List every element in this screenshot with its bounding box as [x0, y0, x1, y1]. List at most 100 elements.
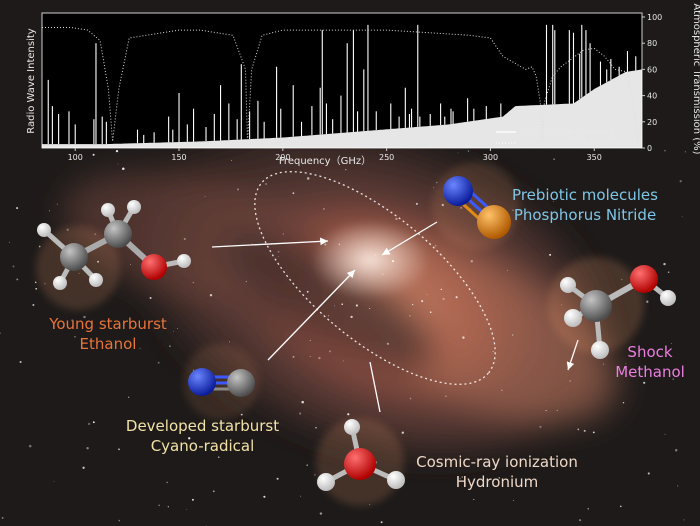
label-cosmic-ray-ionization: Cosmic-ray ionization Hydronium	[392, 452, 602, 492]
star	[625, 363, 627, 365]
star	[369, 307, 371, 310]
y-tick-label: 80	[647, 39, 657, 48]
star	[442, 297, 445, 301]
star	[265, 183, 267, 185]
star	[319, 512, 323, 515]
arrow-phosphorus-nitride	[381, 221, 438, 256]
star	[277, 250, 280, 253]
star	[462, 336, 465, 339]
star	[309, 356, 311, 358]
star	[345, 168, 347, 171]
star	[647, 472, 650, 475]
star	[188, 437, 191, 440]
star	[426, 294, 428, 295]
star	[677, 485, 679, 487]
label-developed-starburst: Developed starburst Cyano-radical	[110, 416, 295, 456]
region-ellipse	[254, 171, 496, 385]
star	[577, 428, 580, 431]
star	[229, 341, 230, 343]
intensity-baseline	[42, 69, 642, 148]
star	[122, 167, 125, 171]
star	[315, 427, 317, 429]
star	[513, 499, 515, 501]
star	[56, 203, 58, 205]
label-shock-title: Shock	[627, 343, 673, 361]
label-young-starburst-title: Young starburst	[49, 315, 167, 333]
star	[498, 477, 501, 479]
star	[245, 281, 247, 283]
label-prebiotic-title: Prebiotic molecules	[512, 186, 658, 204]
star	[74, 335, 76, 338]
star	[323, 208, 325, 210]
star	[409, 315, 411, 317]
star	[553, 158, 555, 161]
star	[263, 495, 266, 498]
label-hydronium: Hydronium	[455, 473, 539, 491]
star	[86, 446, 89, 450]
star	[620, 505, 622, 508]
star	[292, 355, 295, 358]
star	[306, 290, 309, 293]
star	[34, 281, 37, 284]
label-developed-starburst-title: Developed starburst	[125, 417, 280, 435]
star	[92, 153, 95, 156]
star	[35, 287, 38, 290]
label-young-starburst: Young starburst Ethanol	[38, 314, 178, 354]
star	[167, 506, 169, 508]
star	[545, 410, 547, 412]
star	[149, 296, 152, 300]
star	[115, 149, 119, 153]
star	[501, 389, 503, 391]
star	[467, 150, 469, 152]
star	[129, 263, 131, 265]
star	[158, 504, 160, 507]
star	[434, 244, 437, 247]
star	[83, 315, 86, 319]
star	[128, 396, 130, 398]
star	[300, 495, 302, 497]
star	[328, 350, 332, 353]
star	[429, 311, 432, 314]
y-tick-label: 0	[647, 144, 652, 153]
star	[341, 303, 344, 306]
star	[436, 181, 438, 184]
star	[552, 200, 554, 202]
star	[445, 395, 447, 397]
star	[230, 159, 232, 161]
star	[71, 319, 74, 322]
star	[602, 363, 605, 365]
star	[684, 151, 686, 153]
x-tick-label: 350	[587, 153, 602, 162]
star	[455, 296, 458, 299]
star	[459, 478, 461, 480]
star	[306, 464, 309, 467]
star	[492, 154, 494, 157]
star	[569, 380, 571, 382]
star	[663, 262, 666, 266]
star	[204, 195, 206, 198]
star	[157, 361, 160, 364]
star	[139, 347, 141, 350]
star	[386, 342, 389, 345]
star	[415, 202, 418, 205]
star	[177, 327, 178, 329]
y-axis-label-left: Radio Wave Intensity	[26, 28, 37, 134]
star	[622, 401, 625, 404]
star	[347, 413, 350, 416]
star	[19, 360, 22, 364]
y-tick-label: 60	[647, 65, 657, 74]
arrow-ethanol	[211, 237, 329, 248]
star	[306, 177, 310, 180]
label-prebiotic-molecules: Prebiotic molecules Phosphorus Nitride	[505, 185, 665, 225]
star	[217, 456, 220, 459]
star	[539, 425, 542, 428]
x-tick-label: 300	[483, 153, 498, 162]
star	[380, 521, 383, 524]
star	[579, 519, 582, 522]
star	[672, 378, 674, 380]
star	[461, 476, 463, 478]
star	[473, 498, 475, 500]
star	[117, 163, 119, 165]
methanol-molecule	[548, 257, 676, 359]
